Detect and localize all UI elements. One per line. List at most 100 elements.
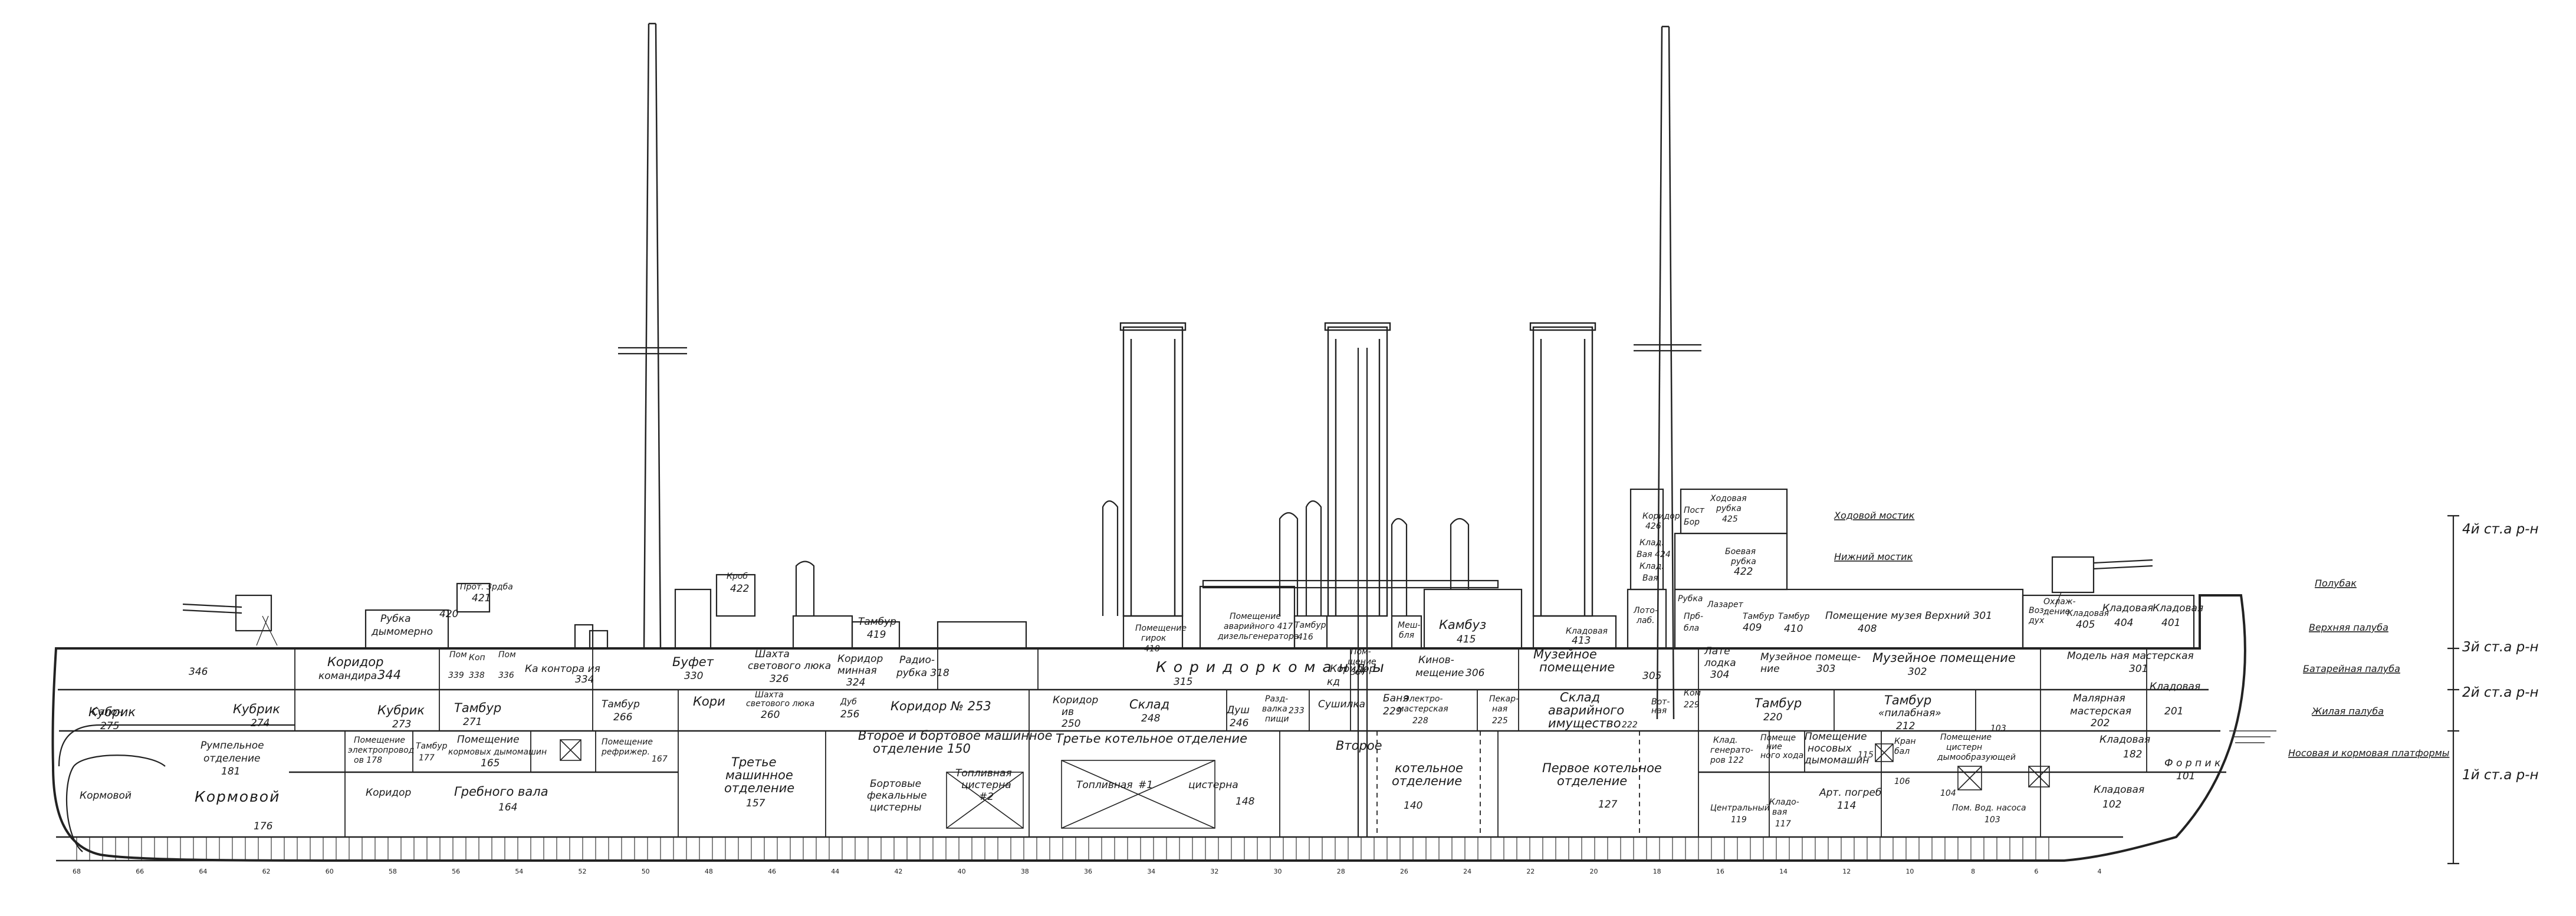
room-label: Кладовая [2102, 602, 2153, 614]
room-label: 416 [1297, 632, 1313, 642]
room-label: Баня [1383, 693, 1408, 704]
room-label: Вая 424 [1637, 550, 1671, 559]
frame-ticks [76, 837, 2049, 861]
room-label: 229 [1383, 706, 1402, 717]
tier-bracket [2447, 515, 2459, 865]
room-label: Малярная [2073, 693, 2125, 704]
room-label: Кладовая [2099, 734, 2150, 746]
room-label: мещение [1415, 667, 1464, 679]
room-label: щение [1348, 657, 1376, 667]
room-label: Тамбур [1294, 621, 1326, 630]
room-label: 103 [1984, 815, 2000, 825]
room-label: 346 [189, 666, 208, 678]
room-label: дение [2043, 607, 2070, 617]
frame-number: 30 [1274, 868, 1282, 875]
room-label: Тамбур [454, 701, 501, 715]
room-label: помещение [1539, 660, 1615, 674]
room-label: 250 [1062, 718, 1080, 730]
room-label: 157 [746, 798, 765, 809]
funnel-fore [1391, 322, 1596, 617]
room-label: 404 [2114, 617, 2133, 629]
room-label: Первое котельное [1542, 761, 1662, 775]
room-label: Пом- [1351, 647, 1371, 657]
room-label: Прб- [1684, 612, 1703, 621]
room-label: 212 [1896, 720, 1915, 732]
room-label: 305 [1642, 670, 1661, 682]
room-label: ная [1651, 706, 1667, 716]
room-label: Лото- [1633, 606, 1658, 615]
room-label: Коридор [327, 655, 383, 669]
room-label: ная [1492, 704, 1507, 714]
room-label: бла [1684, 624, 1699, 633]
room-label: 338 [469, 671, 485, 680]
room-label: 103 [1990, 724, 2006, 733]
room-label: Склад [1129, 697, 1169, 711]
room-label: 418 [1144, 644, 1160, 654]
room-label: Салон [91, 706, 124, 718]
room-label: 273 [392, 719, 411, 730]
room-label: 324 [846, 677, 865, 688]
room-label: электропровод [348, 746, 414, 755]
room-label: ние [1766, 742, 1782, 752]
room-label: 246 [1230, 717, 1249, 729]
room-label: Пекар- [1489, 694, 1519, 704]
room-label: Дуб [840, 697, 857, 707]
room-label: Пост [1684, 506, 1705, 515]
frame-number: 34 [1147, 868, 1155, 875]
room-label: генерато- [1710, 746, 1753, 755]
room-label: Электро- [1403, 694, 1443, 704]
room-label: 408 [1858, 623, 1877, 635]
room-label: 302 [1908, 666, 1927, 678]
room-label: Ком [1684, 688, 1701, 698]
room-label: 229 [1684, 700, 1700, 710]
room-label: 326 [770, 673, 789, 685]
fore-mast [1634, 25, 1701, 720]
room-label: Шахта [755, 690, 784, 700]
frame-number: 44 [831, 868, 839, 875]
room-label: 420 [439, 608, 458, 620]
room-label: 164 [498, 802, 517, 813]
room-label: Помещение [1940, 733, 1992, 742]
room-label: Боевая [1725, 547, 1756, 556]
frame-number: 64 [199, 868, 207, 875]
deck-name-label: Батарейная палуба [2303, 663, 2400, 674]
room-label: Кубрик [233, 702, 280, 716]
frame-number: 32 [1210, 868, 1218, 875]
room-label: Модель ная мастерская [2067, 650, 2194, 662]
frame-number: 46 [768, 868, 776, 875]
room-label: рефрижер. [601, 747, 650, 757]
room-label: Шахта [755, 648, 790, 660]
room-label: 266 [613, 711, 633, 723]
frame-number: 66 [136, 868, 144, 875]
room-label: Буфет [672, 655, 714, 669]
room-label: Помещение [354, 736, 405, 745]
room-label: 127 [1598, 799, 1618, 810]
room-label: отделение [724, 781, 794, 795]
room-label: мастерская [1398, 704, 1448, 714]
deck-name-label: Нижний мостик [1834, 551, 1913, 562]
deck-name-label: Ходовой мостик [1834, 510, 1915, 521]
room-label: вая [1772, 808, 1787, 817]
frame-number: 24 [1463, 868, 1471, 875]
room-label: Тамбур [602, 698, 640, 710]
room-label: 405 [2076, 619, 2095, 631]
room-label: Третье котельное отделение [1056, 732, 1247, 746]
room-label: Помеще [1760, 733, 1796, 743]
room-label: дух [2028, 616, 2045, 625]
room-label: 301 [2129, 663, 2148, 675]
room-label: рубка [1716, 504, 1742, 513]
room-label: Рубка [380, 613, 410, 625]
room-label: 419 [867, 629, 886, 641]
room-label: Душ [1226, 704, 1250, 716]
room-label: 177 [419, 753, 435, 763]
room-label: 176 [254, 821, 273, 832]
frame-number: 22 [1526, 868, 1535, 875]
room-label: Третье [731, 755, 777, 769]
room-label: ив [1062, 706, 1074, 718]
room-label: 181 [221, 766, 240, 777]
room-label: рубка 318 [896, 667, 949, 679]
dashed-partitions [690, 730, 1640, 837]
room-label: Меш- [1398, 621, 1421, 630]
